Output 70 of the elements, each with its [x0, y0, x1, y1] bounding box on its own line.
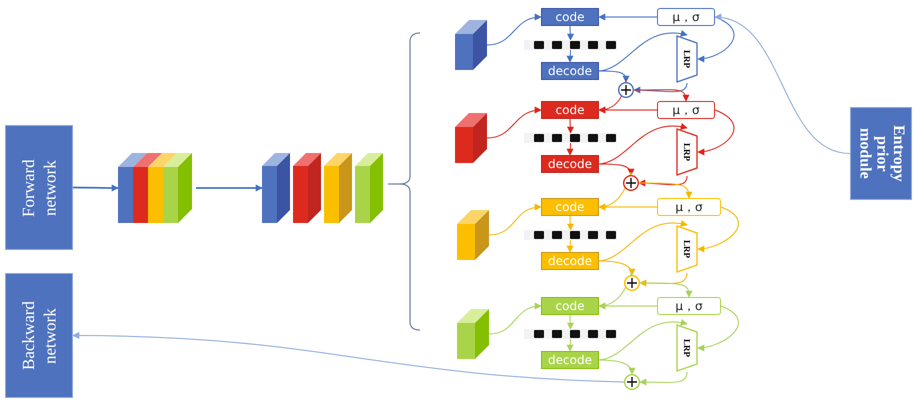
code-box: code [541, 297, 599, 315]
decode-box: decode [541, 351, 599, 369]
quantized-bar-drawing [524, 230, 617, 240]
arrow [598, 204, 658, 210]
quantized-bar-drawing [524, 329, 617, 339]
arrow [598, 260, 635, 276]
plus-circle [623, 175, 639, 191]
arrow [566, 50, 574, 63]
arrow [634, 89, 690, 102]
arrow [598, 319, 688, 360]
arrow [638, 182, 692, 199]
arrow [598, 106, 658, 114]
arrow [598, 123, 688, 164]
parameter-box: μ，σ [657, 297, 721, 315]
arrow [73, 184, 119, 192]
code-box: code [541, 8, 599, 26]
arrow [598, 220, 688, 262]
arrow [72, 332, 624, 382]
arrow [486, 14, 542, 46]
arrow [566, 118, 574, 134]
decode-box: decode [541, 252, 599, 270]
arrow [566, 26, 574, 41]
feature-cube-drawing [457, 309, 489, 359]
decode-box: decode [541, 62, 599, 80]
arrow [488, 204, 542, 236]
module-box: Entropy prior module [850, 107, 912, 200]
arrow [697, 206, 739, 252]
arrow [566, 338, 574, 352]
arrow [638, 176, 688, 187]
parameter-box: μ，σ [657, 101, 715, 119]
plus-circle [624, 275, 640, 291]
arrow [697, 16, 734, 62]
arrow [598, 30, 688, 72]
arrow [598, 360, 635, 375]
arrow [639, 372, 688, 386]
quantized-bar-drawing [524, 40, 617, 50]
quantized-bar-drawing [524, 133, 617, 143]
arrow [566, 216, 574, 231]
arrow [714, 14, 850, 154]
arrow [488, 303, 542, 334]
arrow [697, 306, 739, 351]
parameter-box: μ，σ [657, 198, 721, 216]
arrow [598, 164, 634, 176]
arrow [697, 110, 734, 155]
arrow [640, 282, 692, 298]
decode-box: decode [541, 155, 599, 173]
network-box: Forward network [5, 125, 73, 250]
arrow [486, 107, 542, 138]
arrow [196, 184, 263, 192]
arrow [566, 240, 574, 253]
arrow [566, 142, 574, 156]
arrow [633, 82, 688, 94]
network-box: Backward network [5, 273, 73, 398]
code-box: code [541, 101, 599, 119]
feature-cube-drawing [455, 20, 487, 70]
lrp-trapezoid: LRP [676, 225, 698, 273]
lrp-trapezoid: LRP [676, 324, 698, 372]
arrow [598, 302, 658, 310]
arrow [598, 70, 630, 83]
feature-cube-drawing [457, 210, 489, 260]
feature-cube-drawing [455, 113, 487, 163]
code-box: code [541, 198, 599, 216]
plus-circle [624, 374, 640, 390]
lrp-trapezoid: LRP [676, 128, 698, 176]
plus-circle [618, 82, 634, 98]
arrow [566, 314, 574, 330]
arrow [598, 14, 658, 20]
feature-blocks-drawing [262, 153, 380, 223]
parameter-box: μ，σ [657, 8, 715, 26]
lrp-trapezoid: LRP [676, 35, 698, 83]
